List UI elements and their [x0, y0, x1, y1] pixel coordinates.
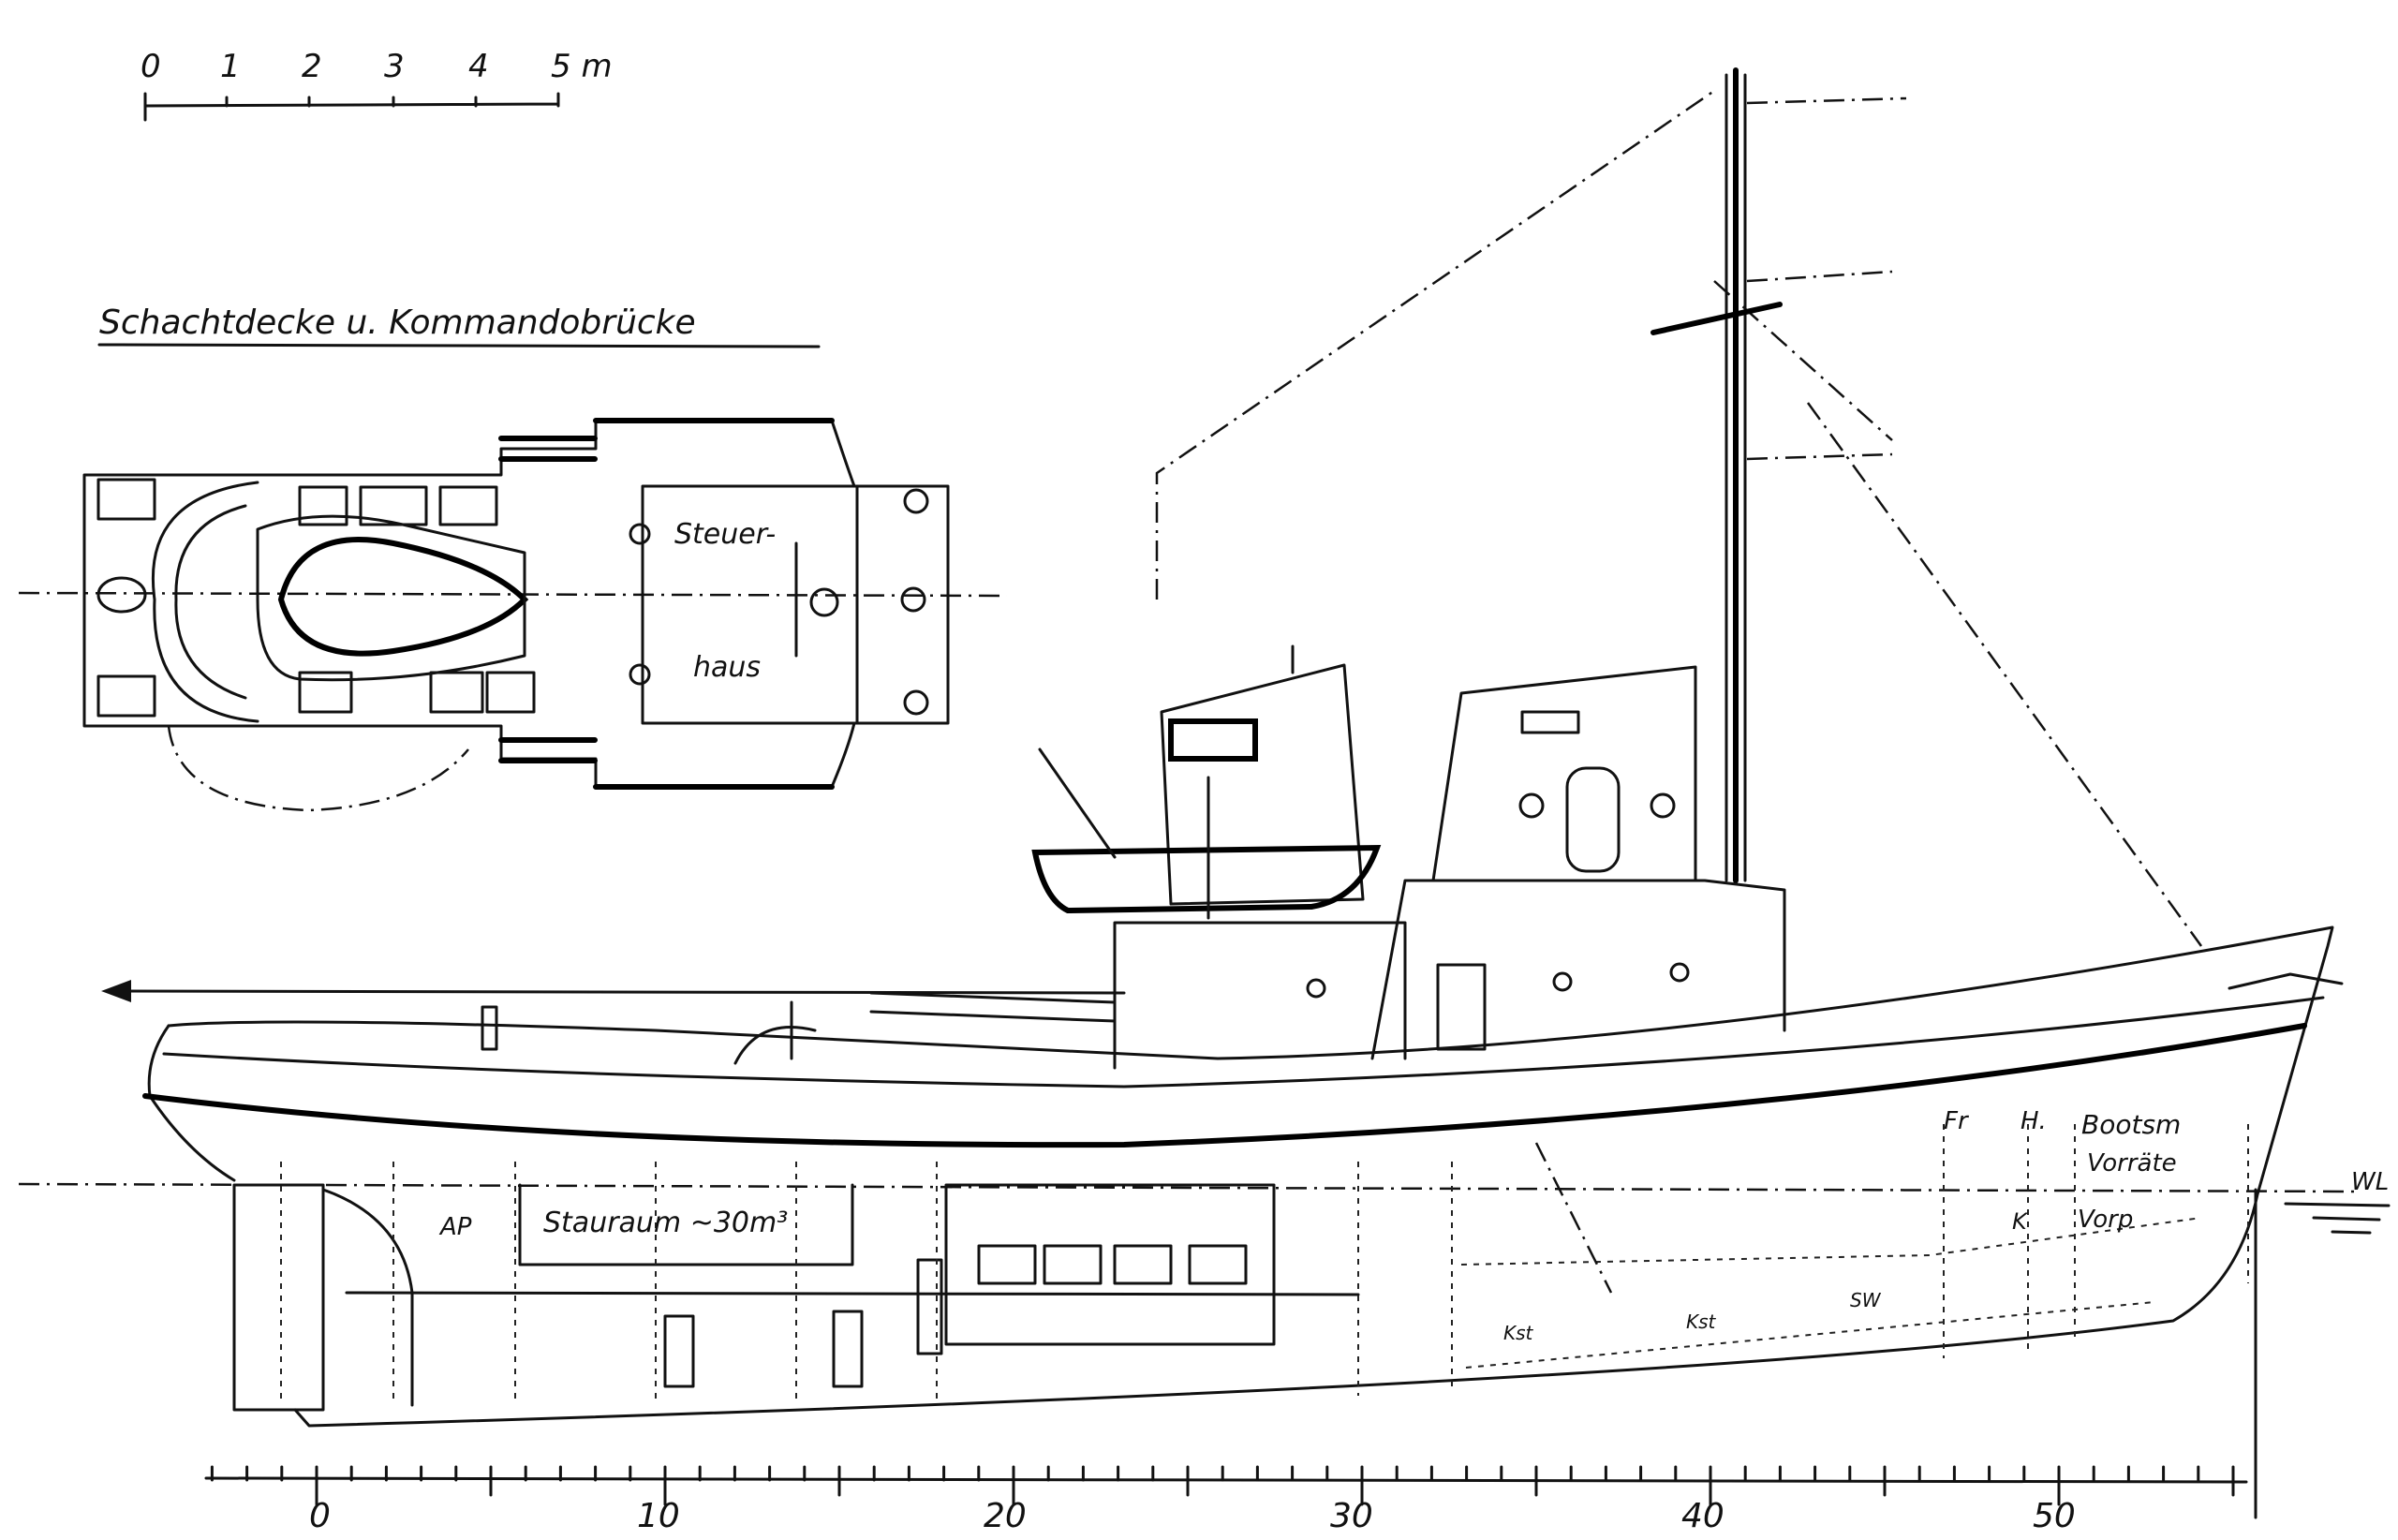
title-underline	[97, 343, 821, 348]
label-wl: WL	[2351, 1168, 2389, 1196]
label-kst: Kst	[1503, 1322, 1534, 1344]
length-label: 40	[1681, 1497, 1724, 1535]
label-ap: AP	[438, 1213, 472, 1241]
length-label: 50	[2033, 1497, 2076, 1535]
label-k: K	[2012, 1208, 2029, 1235]
profile-view: AP Stauraum ~30m³ Fr H. Bootsm Vorräte K…	[18, 67, 2391, 1519]
length-label: 10	[637, 1497, 680, 1535]
scale-label: 1	[220, 48, 241, 85]
label-stauraum: Stauraum ~30m³	[543, 1207, 788, 1239]
plan-label-steuer: Steuer-	[674, 518, 776, 551]
label-h: H.	[2021, 1107, 2047, 1135]
plan-title: Schachtdecke u. Kommandobrücke	[99, 304, 696, 342]
length-scale: 0 10 20 30 40 50	[204, 1465, 2248, 1535]
label-bootsm: Bootsm	[2081, 1109, 2181, 1140]
label-vorp: Vorp	[2078, 1206, 2133, 1234]
label-kst: Kst	[1686, 1310, 1717, 1333]
plan-label-haus: haus	[693, 651, 761, 684]
plan-view: Steuer- haus	[18, 418, 1008, 812]
scale-label: 2	[302, 48, 322, 85]
scale-bar: 0 1 2 3 4 5 m	[141, 48, 613, 122]
scale-label: 5 m	[551, 48, 613, 85]
scale-label: 0	[141, 48, 161, 85]
label-sw: SW	[1850, 1289, 1882, 1311]
label-vorraete: Vorräte	[2087, 1149, 2177, 1177]
label-fr: Fr	[1944, 1107, 1970, 1135]
length-label: 20	[984, 1497, 1027, 1535]
length-label: 0	[309, 1497, 331, 1535]
length-label: 30	[1330, 1497, 1373, 1535]
scale-label: 3	[384, 48, 405, 85]
scale-label: 4	[468, 48, 489, 85]
